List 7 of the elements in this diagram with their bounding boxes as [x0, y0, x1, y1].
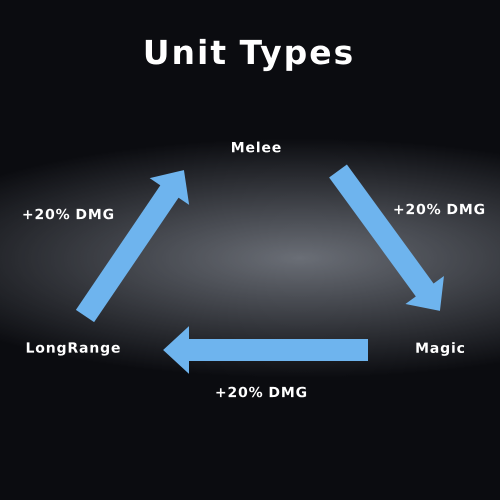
unit-label: Magic — [416, 342, 464, 356]
edge-label: +20% DMG — [216, 386, 306, 398]
unit-label: Melee — [232, 142, 281, 152]
unit-label: LongRange — [26, 342, 120, 356]
edge-label: +20% DMG — [23, 208, 114, 220]
title: Unit Types — [146, 38, 352, 72]
edge-label: +20% DMG — [394, 204, 484, 214]
